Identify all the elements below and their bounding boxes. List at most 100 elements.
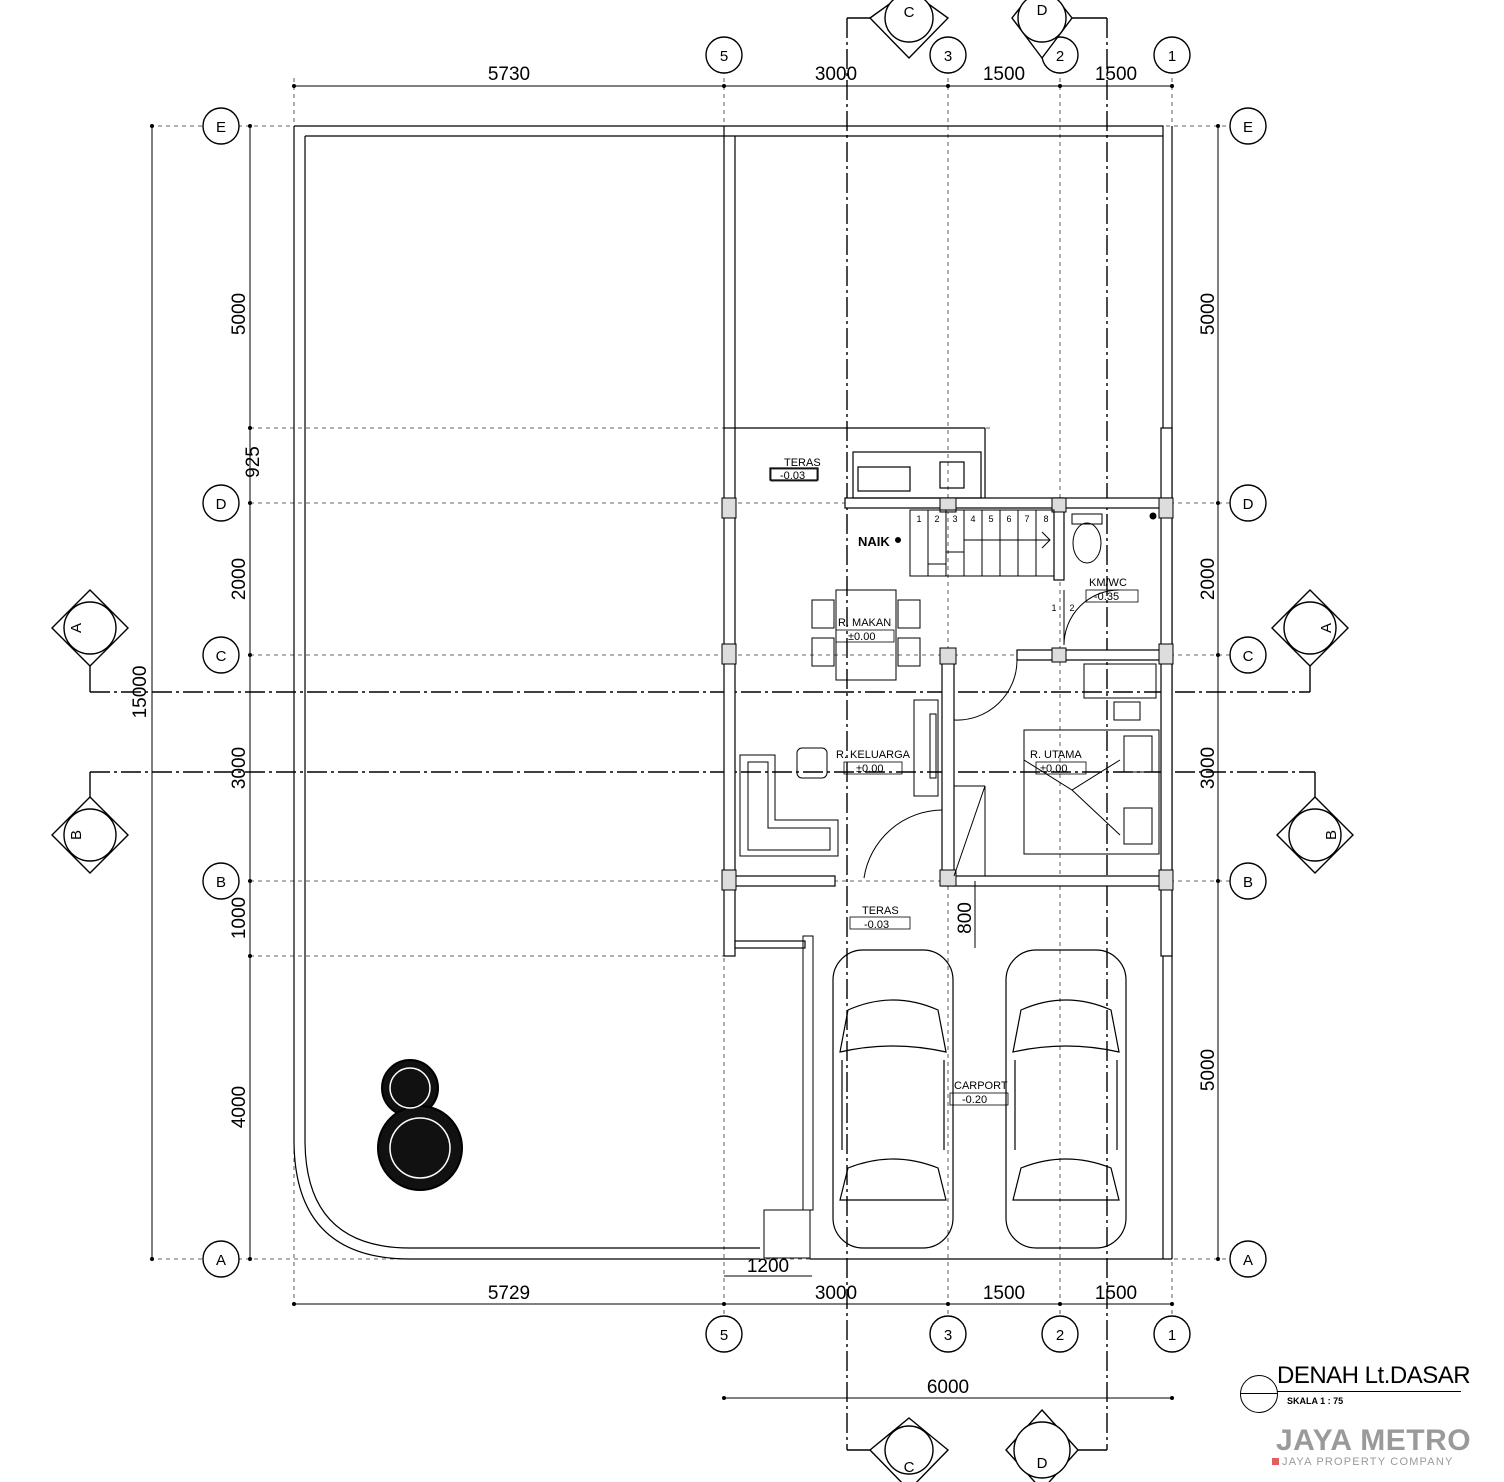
section-label: D [1037,1455,1048,1472]
section-lines [90,18,1315,1450]
room-name-teras-back: TERAS [784,457,821,469]
room-name-utama: R. UTAMA [1030,749,1082,761]
stair-step-number: 8 [1043,514,1048,524]
car-right [1005,949,1127,1249]
wc-step-number: 1 [1051,603,1056,613]
room-level-carport: -0.20 [962,1094,987,1106]
walls [723,427,1173,957]
dim-bottom-total: 6000 [927,1377,969,1398]
grid-col-label: 5 [720,48,728,65]
room-name-kmwc: KM/WC [1089,577,1127,589]
dimension-text: 5730 3000 1500 1500 5729 3000 1500 1500 … [130,64,1219,1398]
dining-set [811,589,921,681]
drawing-title: DENAH Lt.DASAR [1277,1362,1471,1389]
grid-row-label: E [216,119,226,136]
columns [721,497,1174,891]
room-name-keluarga: R. KELUARGA [836,749,911,761]
section-markers [51,0,1354,1482]
dim-bottom: 5729 [488,1283,530,1304]
section-label: A [68,623,85,633]
dim-right: 5000 [1198,1049,1219,1091]
bed [1023,663,1160,855]
stair-step-number: 2 [934,514,939,524]
section-label: C [904,1459,915,1476]
stair-step-number: 5 [988,514,993,524]
room-level-teras-front: -0.03 [864,919,889,931]
living-furniture [739,659,1018,879]
stair-step-number: 1 [916,514,921,524]
room-name-makan: R. MAKAN [838,617,891,629]
room-name-teras-front: TERAS [862,905,899,917]
grid-col-label: 2 [1056,48,1064,65]
grid-row-label: A [216,1252,226,1269]
dim-right: 3000 [1198,747,1219,789]
room-name-carport: CARPORT [954,1080,1008,1092]
dim-top: 1500 [983,64,1025,85]
grid-row-label: B [216,874,226,891]
stair-step-number: 6 [1006,514,1011,524]
stair-step-number: 4 [970,514,975,524]
grid-col-label: 1 [1168,1327,1176,1344]
dim-left-total: 15000 [130,666,151,719]
room-level-makan: ±0.00 [848,631,875,643]
grid-row-label: D [216,496,227,513]
wc-fixtures [1063,512,1157,646]
dim-left: 5000 [229,293,250,335]
grid-col-label: 3 [944,1327,952,1344]
dim-bottom: 3000 [815,1283,857,1304]
grid-col-label: 2 [1056,1327,1064,1344]
grid-row-label: C [1243,648,1254,665]
room-labels: TERAS -0.03 NAIK KM/WC -0.35 R. MAKAN ±0… [780,457,1127,1106]
grid-row-label: B [1243,874,1253,891]
grid-col-label: 1 [1168,48,1176,65]
section-label: C [904,4,915,21]
trees [377,1059,463,1191]
section-label: D [1037,2,1048,19]
grid-row-label: C [216,648,227,665]
room-level-kmwc: -0.35 [1094,591,1119,603]
dim-top: 1500 [1095,64,1137,85]
title-underline [1277,1391,1461,1392]
grid-row-label: D [1243,496,1254,513]
room-level-utama: ±0.00 [1040,763,1067,775]
grid-col-label: 3 [944,48,952,65]
grid-lines [150,70,1255,1320]
car-left [832,949,954,1249]
dim-top: 5730 [488,64,530,85]
grid-labels: 5 3 2 1 5 3 2 1 E D C B A E D C B A C D … [68,2,1340,1476]
dimension-lines [151,85,1219,1399]
drawing-scale: SKALA 1 : 75 [1287,1396,1344,1406]
section-label: A [1318,623,1335,633]
brand-mark-icon [1272,1458,1279,1465]
grid-bubbles [202,36,1267,1353]
naik-label: NAIK [858,534,890,549]
dim-bottom: 1500 [1095,1283,1137,1304]
dim-left: 3000 [229,747,250,789]
dim-left: 2000 [229,558,250,600]
section-label: B [1323,830,1340,840]
dim-right: 5000 [1198,293,1219,335]
dim-bottom: 1500 [983,1283,1025,1304]
section-label: B [68,830,85,840]
dimension-ticks [150,84,1220,1400]
title-marker-icon [1240,1375,1278,1413]
dim-top: 3000 [815,64,857,85]
dim-right: 2000 [1198,558,1219,600]
stair-step-number: 7 [1024,514,1029,524]
dim-bottom-extra: 1200 [747,1256,789,1277]
brand-watermark: JAYA METRO [1276,1424,1472,1457]
grid-row-label: A [1243,1252,1253,1269]
grid-row-label: E [1243,119,1253,136]
dim-left: 4000 [229,1086,250,1128]
stair-step-number: 3 [952,514,957,524]
dim-left: 925 [243,446,264,478]
brand-subtitle: JAYA PROPERTY COMPANY [1282,1456,1454,1468]
dim-left: 1000 [229,897,250,939]
grid-col-label: 5 [720,1327,728,1344]
room-level-teras-back: -0.03 [780,470,805,482]
dim-teras-depth: 800 [955,902,976,934]
room-level-keluarga: ±0.00 [856,763,883,775]
wc-step-number: 2 [1069,603,1074,613]
stairs [895,509,1055,577]
